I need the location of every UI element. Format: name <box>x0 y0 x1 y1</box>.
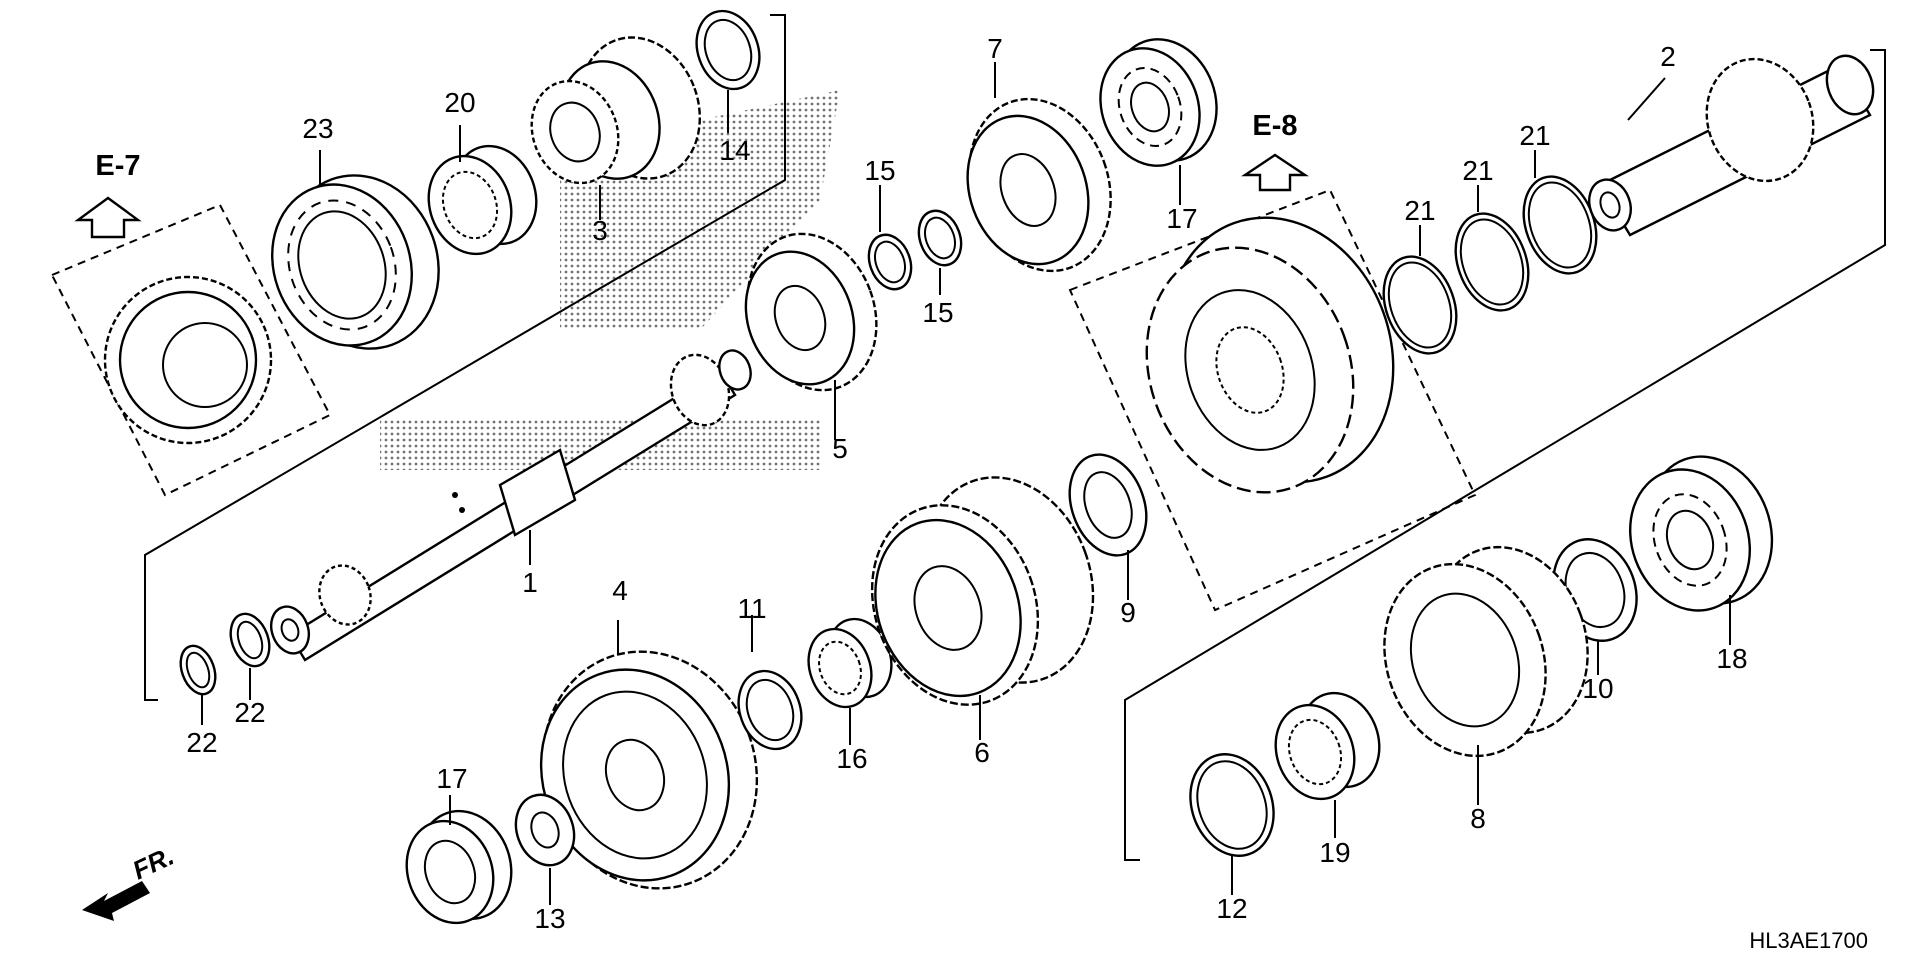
ring-21b <box>1454 212 1530 312</box>
washer-14 <box>695 9 761 91</box>
callout-17a: 17 <box>1166 203 1197 234</box>
gear-7 <box>966 97 1112 273</box>
callout-4: 4 <box>612 575 628 606</box>
section-ref-e8[interactable]: E-8 <box>1252 110 1297 142</box>
callout-15b: 15 <box>922 297 953 328</box>
callout-21c: 21 <box>1519 120 1550 151</box>
callout-5: 5 <box>832 433 848 464</box>
callout-21b: 21 <box>1462 155 1493 186</box>
callout-12: 12 <box>1216 893 1247 924</box>
bearing-23 <box>271 174 440 350</box>
callout-14: 14 <box>719 135 750 166</box>
front-direction-arrow: FR. <box>82 841 179 921</box>
diagram-code: HL3AE1700 <box>1749 928 1868 953</box>
needle-bearing-19 <box>1274 691 1381 801</box>
washer-22b <box>229 612 271 668</box>
gear-4 <box>539 650 759 890</box>
callout-2: 2 <box>1660 41 1676 72</box>
needle-bearing-20 <box>427 144 538 256</box>
washer-11 <box>737 669 803 751</box>
ring-21c <box>1522 175 1598 275</box>
callout-8: 8 <box>1470 803 1486 834</box>
leader-lines <box>201 62 1731 905</box>
callout-21a: 21 <box>1404 195 1435 226</box>
callout-23: 23 <box>302 113 333 144</box>
callout-9: 9 <box>1120 597 1136 628</box>
arrow-e7 <box>74 196 142 239</box>
callout-10: 10 <box>1582 673 1613 704</box>
ring-21a <box>1382 255 1458 355</box>
callout-7: 7 <box>987 33 1003 64</box>
bearing-17-bottom <box>405 809 513 925</box>
callout-13: 13 <box>534 903 565 934</box>
callouts: 1 2 3 4 5 6 7 8 9 10 11 12 13 14 15 15 1… <box>186 33 1747 934</box>
arrow-e8 <box>1241 153 1309 192</box>
assembly-frame-lines <box>144 14 1886 861</box>
bearing-17-top <box>1099 38 1218 167</box>
gear-e7 <box>103 275 273 445</box>
callout-3: 3 <box>592 215 608 246</box>
washer-22a <box>179 644 217 696</box>
shaft-1 <box>269 349 752 662</box>
callout-1: 1 <box>522 567 538 598</box>
gear-8 <box>1383 545 1589 758</box>
washer-13 <box>514 793 576 867</box>
washer-12 <box>1189 753 1275 857</box>
gear-3 <box>530 36 702 185</box>
section-ref-e7[interactable]: E-7 <box>95 150 140 182</box>
callout-6: 6 <box>974 737 990 768</box>
callout-19: 19 <box>1319 837 1350 868</box>
shaft-2 <box>1588 54 1875 237</box>
callout-11: 11 <box>737 593 766 624</box>
thrust-washer-9 <box>1068 453 1148 557</box>
callout-15a: 15 <box>864 155 895 186</box>
needle-bearing-16 <box>807 617 893 709</box>
clutch-drum <box>1145 216 1395 494</box>
callout-17b: 17 <box>436 763 467 794</box>
callout-18: 18 <box>1716 643 1747 674</box>
bearing-18 <box>1628 455 1774 612</box>
circlip-15a <box>867 233 913 291</box>
callout-22b: 22 <box>234 697 265 728</box>
callout-20: 20 <box>444 87 475 118</box>
callout-16: 16 <box>836 743 867 774</box>
gear-6 <box>870 476 1095 706</box>
front-direction-label: FR. <box>128 841 179 886</box>
e7-assembly-box <box>50 203 332 497</box>
circlip-15b <box>917 209 963 267</box>
gear-5 <box>744 232 878 392</box>
e8-assembly-box <box>1068 188 1477 612</box>
callout-22a: 22 <box>186 727 217 758</box>
